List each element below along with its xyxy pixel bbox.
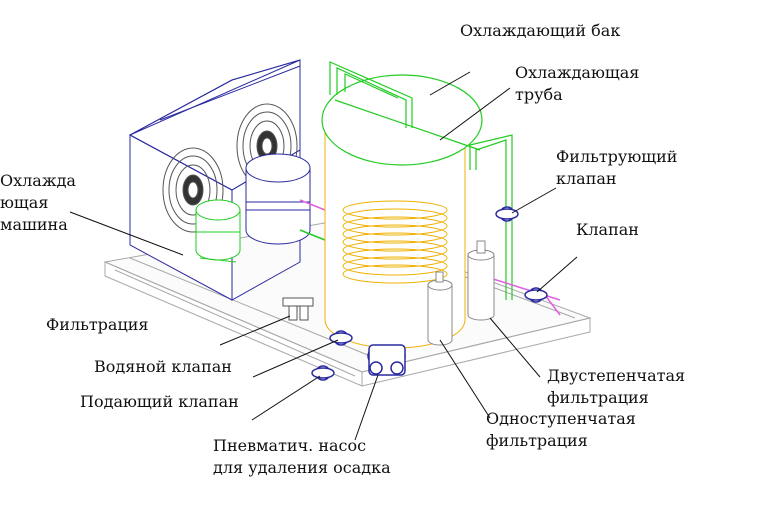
label-two-stage-2: фильтрация — [547, 388, 649, 407]
label-filter-valve-2: клапан — [556, 169, 617, 188]
label-chiller: Охлажда — [0, 171, 76, 190]
label-pump: Пневматич. насос — [213, 436, 367, 455]
tank-lid — [321, 74, 483, 166]
filter-icon — [427, 240, 495, 346]
label-two-stage: Двустепенчатая — [547, 366, 686, 385]
label-cooling-pipe: Охлаждающая — [515, 63, 640, 82]
compressor-green — [195, 199, 241, 263]
label-feed-valve: Подающий клапан — [80, 392, 239, 411]
fan-icon — [162, 147, 224, 233]
label-chiller-3: машина — [0, 215, 68, 234]
label-filter-valve: Фильтрующий — [556, 147, 678, 166]
valve-icon — [311, 206, 548, 381]
pink-pipe — [489, 277, 561, 316]
pump-icon — [367, 344, 406, 376]
label-one-stage-2: фильтрация — [486, 431, 588, 450]
label-one-stage: Одноступенчатая — [486, 409, 636, 428]
filter-icon — [282, 297, 314, 321]
label-cooling-pipe-2: труба — [515, 85, 563, 104]
leader-lines — [69, 71, 578, 441]
label-pump-2: для удаления осадка — [213, 458, 391, 477]
label-chiller-2: ющая — [0, 193, 49, 212]
compressor-blue — [245, 153, 311, 245]
label-filtration: Фильтрация — [46, 315, 149, 334]
label-water-valve: Водяной клапан — [94, 357, 232, 376]
label-cooling-tank: Охлаждающий бак — [460, 21, 621, 40]
cooling-coil — [342, 200, 448, 284]
label-valve: Клапан — [576, 220, 639, 239]
